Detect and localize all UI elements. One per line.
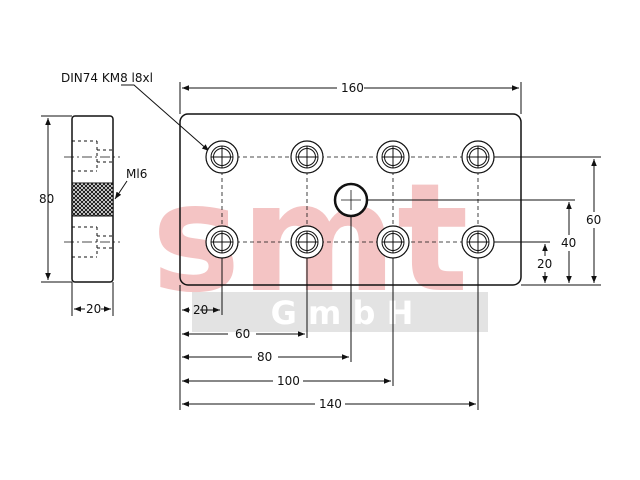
bottom-60-label: 60 — [235, 327, 250, 341]
right-40-label: 40 — [561, 236, 576, 250]
top-width-label: 160 — [341, 81, 364, 95]
side-width-dimension — [71, 282, 114, 316]
bolt-hole — [376, 225, 410, 259]
bottom-20-label: 20 — [193, 303, 208, 317]
side-height-dimension — [41, 115, 72, 283]
side-height-label: 80 — [39, 192, 54, 206]
bolt-hole — [461, 225, 495, 259]
bolt-hole — [290, 140, 324, 174]
thread-callout: Ml6 — [126, 167, 147, 181]
bolt-hole — [205, 225, 239, 259]
right-20-label: 20 — [537, 257, 552, 271]
center-thread-hole — [333, 182, 369, 218]
side-width-label: 20 — [86, 302, 101, 316]
side-view — [64, 115, 120, 283]
bolt-holes — [205, 140, 495, 259]
counterbore-leader — [121, 84, 210, 152]
counterbore-callout: DIN74 KM8 l8xl — [61, 71, 153, 85]
right-60-label: 60 — [586, 213, 601, 227]
bottom-dimensions — [179, 216, 479, 410]
bottom-140-label: 140 — [319, 397, 342, 411]
bottom-100-label: 100 — [277, 374, 300, 388]
watermark-company: G m b H — [271, 294, 414, 332]
bolt-hole — [461, 140, 495, 174]
bottom-80-label: 80 — [257, 350, 272, 364]
watermark-band — [192, 292, 488, 332]
thread-knurl — [71, 182, 114, 217]
top-width-dimension — [179, 82, 522, 114]
thread-leader — [114, 180, 128, 200]
bolt-hole — [205, 140, 239, 174]
bolt-hole — [376, 140, 410, 174]
bolt-hole — [290, 225, 324, 259]
